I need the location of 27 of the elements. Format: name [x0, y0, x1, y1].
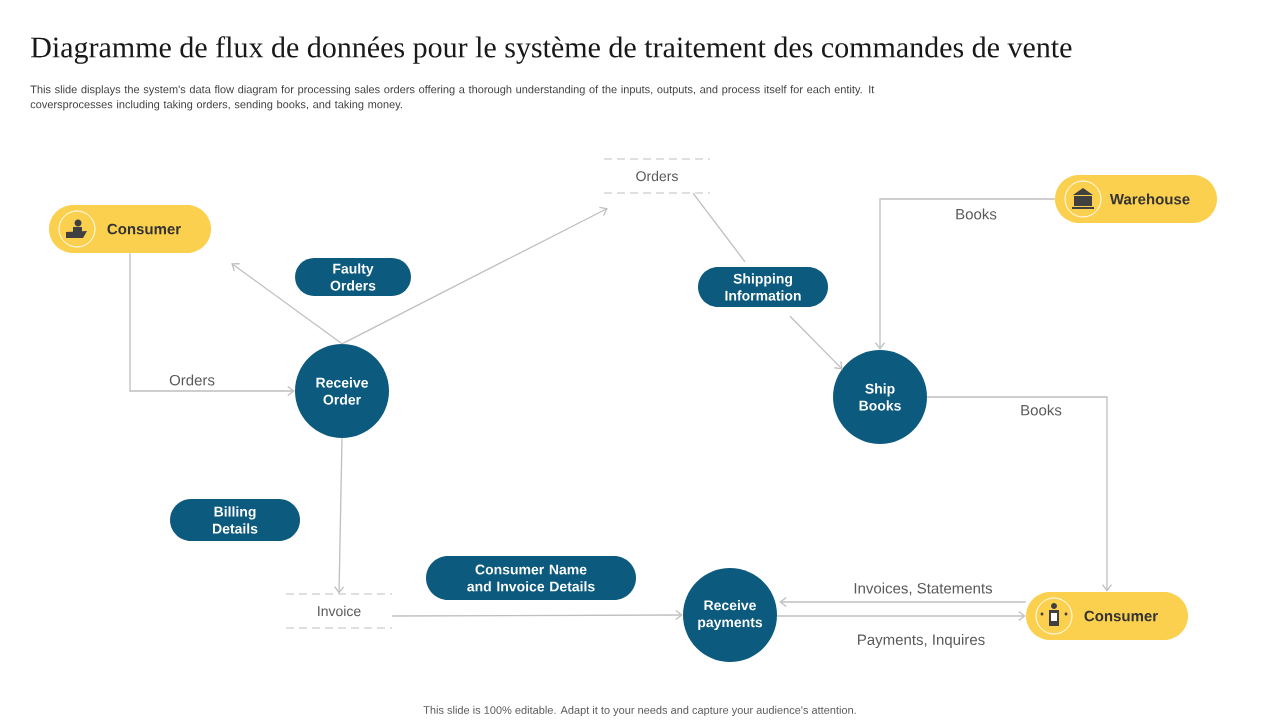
data-pill: Faulty Orders [295, 258, 411, 296]
edge-label: Books [1019, 403, 1063, 417]
data-store: Orders [603, 158, 711, 194]
edge-label: Books [954, 207, 998, 221]
arrow [391, 609, 683, 621]
arrow [874, 198, 1056, 350]
data-pill: Billing Details [170, 499, 300, 541]
arrow [776, 610, 1026, 622]
arrow [129, 252, 295, 397]
arrow [341, 206, 608, 345]
edge-label: Invoices, Statements [852, 581, 994, 597]
description: This slide displays the system's data flow diagram for processing sales orders offering a thorough understanding of the inputs, outputs, and process itself for each entity. It coversprocesses including taking orders, sending books, and taking money. [30, 85, 875, 111]
title: Diagramme de flux de données pour le système de traitement des commandes de vente [31, 36, 1072, 64]
footer-note: This slide is 100% editable. Adapt it to your needs and capture your audience's attention. [423, 705, 856, 717]
data-pill: Shipping Information [698, 267, 828, 307]
edge-label: Orders [168, 373, 216, 387]
arrow [779, 596, 1027, 608]
arrow [334, 437, 345, 594]
data-store: Invoice [285, 593, 393, 629]
edge-label: Payments, Inquires [855, 633, 987, 649]
entity-pill: Warehouse [1055, 175, 1217, 223]
data-pill: Consumer Name and Invoice Details [426, 556, 636, 600]
arrow [789, 315, 843, 370]
arrow [231, 263, 343, 345]
arrow [926, 396, 1113, 592]
entity-pill: Consumer [49, 205, 211, 253]
entity-pill: Consumer [1026, 592, 1188, 640]
